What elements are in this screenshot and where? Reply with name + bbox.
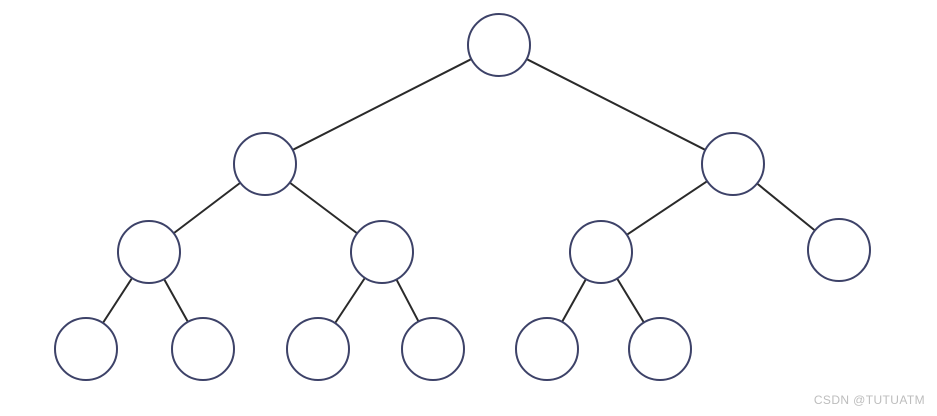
tree-node[interactable] <box>117 220 181 284</box>
tree-node-circle[interactable] <box>117 220 181 284</box>
tree-node-circle[interactable] <box>701 132 765 196</box>
tree-edge <box>756 182 816 232</box>
tree-node[interactable] <box>171 317 235 381</box>
tree-node-circle[interactable] <box>171 317 235 381</box>
tree-node[interactable] <box>807 218 871 282</box>
watermark-text: CSDN @TUTUATM <box>813 393 925 407</box>
tree-node[interactable] <box>401 317 465 381</box>
tree-edge <box>334 276 366 325</box>
tree-edge <box>395 278 420 323</box>
edge-layer <box>101 58 816 325</box>
tree-node-circle[interactable] <box>807 218 871 282</box>
tree-node-circle[interactable] <box>569 220 633 284</box>
tree-node[interactable] <box>233 132 297 196</box>
node-layer <box>54 13 871 381</box>
tree-node[interactable] <box>569 220 633 284</box>
tree-node[interactable] <box>628 317 692 381</box>
tree-node-circle[interactable] <box>401 317 465 381</box>
tree-node-circle[interactable] <box>350 220 414 284</box>
tree-edge <box>616 277 645 324</box>
tree-node-circle[interactable] <box>54 317 118 381</box>
tree-node[interactable] <box>54 317 118 381</box>
tree-node-circle[interactable] <box>467 13 531 77</box>
tree-node-circle[interactable] <box>515 317 579 381</box>
tree-node[interactable] <box>350 220 414 284</box>
tree-node[interactable] <box>515 317 579 381</box>
tree-edge <box>561 278 587 323</box>
tree-edge <box>172 181 242 235</box>
tree-edge <box>625 180 709 236</box>
tree-node-circle[interactable] <box>233 132 297 196</box>
tree-edge <box>101 276 134 325</box>
tree-edge <box>288 181 359 235</box>
tree-edge <box>525 58 707 151</box>
tree-node-circle[interactable] <box>628 317 692 381</box>
tree-node[interactable] <box>286 317 350 381</box>
tree-node-circle[interactable] <box>286 317 350 381</box>
tree-node[interactable] <box>701 132 765 196</box>
tree-node[interactable] <box>467 13 531 77</box>
tree-edge <box>163 278 189 323</box>
tree-edge <box>291 58 473 151</box>
